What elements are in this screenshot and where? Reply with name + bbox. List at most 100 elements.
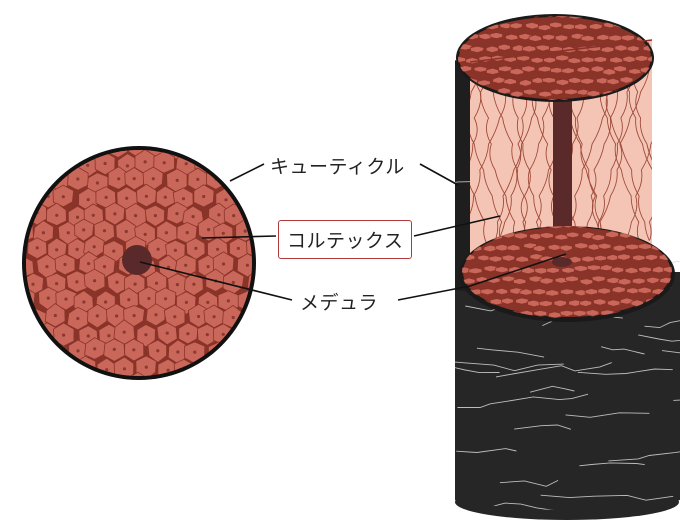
cortex-cell: [587, 90, 600, 96]
cell-nucleus: [176, 283, 179, 286]
cortex-cell: [562, 267, 576, 273]
cell-nucleus: [31, 283, 34, 286]
cortex-cell: [612, 286, 625, 293]
cortex-cell: [68, 372, 89, 396]
cortex-cell: [4, 271, 25, 294]
cortex-cell: [4, 239, 24, 262]
cell-nucleus: [47, 297, 50, 300]
cell-nucleus: [4, 299, 7, 302]
cell-nucleus: [97, 147, 100, 150]
cortex-cell: [665, 243, 679, 249]
cortex-cell: [227, 137, 248, 160]
cortex-cell: [219, 151, 237, 174]
cortex-cell: [626, 244, 640, 250]
cortex-cell: [609, 35, 623, 41]
cell-nucleus: [55, 383, 58, 386]
cortex-cell: [35, 358, 55, 381]
cell-nucleus: [107, 334, 110, 337]
cell-nucleus: [232, 281, 235, 284]
cortex-cell: [24, 170, 43, 193]
cell-nucleus: [76, 248, 79, 251]
cell-nucleus: [55, 248, 58, 251]
cell-nucleus: [64, 162, 67, 165]
cell-nucleus: [194, 247, 197, 250]
cell-nucleus: [242, 334, 245, 337]
cortex-cell: [186, 136, 206, 158]
cell-nucleus: [217, 213, 220, 216]
cortex-cell: [659, 233, 672, 239]
cortex-cell: [245, 172, 266, 194]
cell-nucleus: [206, 130, 209, 133]
cortex-cell: [563, 0, 577, 7]
cross-section: [0, 116, 289, 398]
cuticle-label: キューティクル: [270, 152, 405, 179]
cortex-cell: [13, 321, 33, 345]
cortex-fiber: [359, 40, 431, 326]
cortex-cell: [591, 66, 604, 72]
cortex-cell: [198, 122, 217, 144]
cortex-cell: [544, 57, 557, 63]
cell-nucleus: [123, 331, 126, 334]
cortex-cell: [439, 56, 452, 62]
cell-nucleus: [144, 127, 147, 130]
cortex-cell: [0, 186, 16, 209]
cell-nucleus: [192, 215, 195, 218]
cortex-cell: [206, 375, 226, 396]
cell-nucleus: [104, 162, 107, 165]
cortex-cell: [0, 153, 19, 175]
cortex-cell: [515, 298, 528, 304]
cortex-fiber: [387, 40, 453, 326]
cortex-cell: [0, 356, 16, 378]
cell-nucleus: [117, 177, 120, 180]
cortex-cell: [498, 44, 510, 50]
cell-nucleus: [207, 265, 210, 268]
cell-nucleus: [204, 161, 207, 164]
cell-nucleus: [175, 212, 178, 215]
cell-nucleus: [13, 315, 16, 318]
cortex-cell: [549, 1, 562, 7]
cortex-cell: [263, 374, 283, 394]
cell-nucleus: [74, 143, 77, 146]
cortex-cell: [566, 232, 579, 238]
cortex-cell: [58, 120, 79, 142]
cell-nucleus: [4, 366, 7, 369]
cell-nucleus: [156, 349, 159, 352]
cell-nucleus: [55, 214, 58, 217]
cell-nucleus: [62, 195, 65, 198]
cell-nucleus: [4, 331, 7, 334]
cell-nucleus: [222, 262, 225, 265]
cell-nucleus: [213, 384, 216, 387]
cortex-cell: [590, 0, 603, 6]
cortex-cell: [47, 373, 67, 396]
cortex-cell: [589, 23, 602, 29]
cortex-cell: [537, 1, 550, 8]
cortex-cell: [655, 67, 669, 73]
cortex-cell: [629, 23, 643, 29]
cortex-cell: [440, 35, 452, 41]
cortex-label: コルテックス: [278, 220, 412, 259]
cortex-cell: [37, 117, 58, 138]
cell-nucleus: [82, 300, 85, 303]
cortex-cell: [219, 358, 238, 382]
cortex-cell: [684, 213, 697, 219]
cortex-cell: [679, 223, 692, 229]
cortex-cell: [26, 138, 47, 161]
cortex-cell: [506, 10, 519, 16]
cell-nucleus: [227, 369, 230, 372]
cortex-cell: [79, 117, 98, 140]
cortex-cell: [266, 339, 287, 361]
cell-nucleus: [184, 264, 187, 267]
cell-nucleus: [93, 279, 96, 282]
cell-nucleus: [93, 347, 96, 350]
cortex-cell: [484, 2, 497, 8]
cell-nucleus: [196, 178, 199, 181]
cortex-cell: [229, 340, 249, 363]
cell-nucleus: [5, 228, 8, 231]
cortex-cell: [234, 325, 254, 348]
cortex-cell: [684, 300, 697, 307]
cortex-cell: [258, 357, 279, 379]
cortex-cell: [607, 254, 619, 260]
cortex-cell: [655, 22, 668, 29]
cortex-cell: [8, 373, 28, 397]
cell-nucleus: [154, 214, 157, 217]
